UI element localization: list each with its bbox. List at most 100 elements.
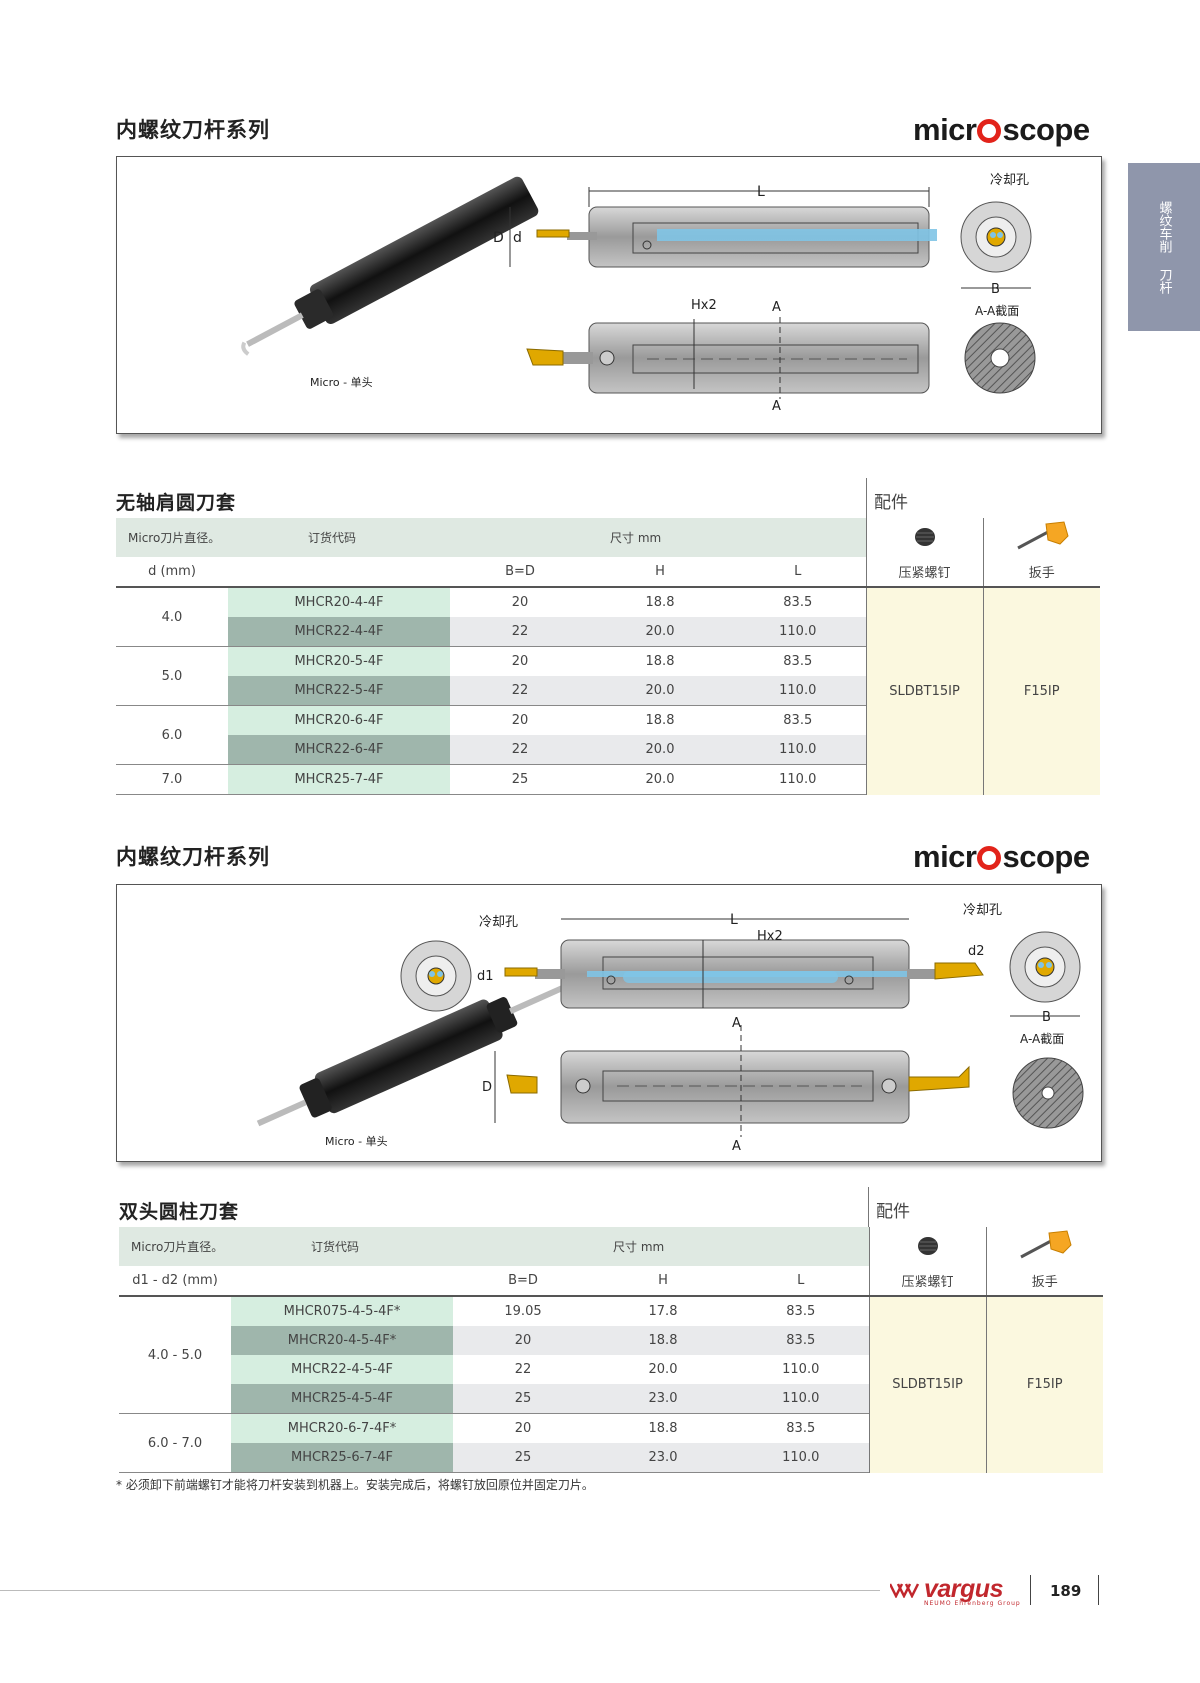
cell-l: 110.0 — [733, 1443, 870, 1473]
table2-h-bd: B=D — [453, 1266, 593, 1297]
cell-bd: 20 — [514, 1421, 532, 1436]
cell-l: 83.5 — [786, 1421, 816, 1436]
cell-l: 110.0 — [730, 735, 867, 765]
cell-l: 83.5 — [783, 654, 813, 669]
page-number: 189 — [1050, 1582, 1082, 1600]
brand-prefix: micr — [913, 112, 977, 147]
cell-bd: 25 — [453, 1384, 593, 1414]
tool-photo — [241, 176, 539, 356]
diagram-2: Micro - 单头 冷却孔 L Hx2 d1 d2 冷却孔 B A- — [116, 884, 1102, 1162]
footer-rule — [0, 1590, 880, 1591]
label-B: B — [991, 282, 1000, 297]
cell-l: 83.5 — [733, 1326, 870, 1355]
brand-o-icon — [977, 119, 1002, 143]
cell-h: 20.0 — [590, 617, 730, 647]
table-row: MHCR22-4-5-4F 22 20.0 110.0 — [119, 1355, 1103, 1384]
cell-l: 83.5 — [783, 595, 813, 610]
label-section: A-A截面 — [975, 304, 1019, 318]
cell-bd: 20 — [511, 713, 529, 728]
screw-icon — [865, 518, 984, 557]
table-row: 4.0 MHCR20-4-4F 20 18.8 83.5 SLDBT15IP F… — [116, 587, 1101, 795]
table1-header-row2: d (mm) B=D H L 压紧螺钉 扳手 — [116, 557, 1101, 588]
label-Hx2-2: Hx2 — [757, 929, 783, 944]
section2-title: 内螺纹刀杆系列 — [116, 845, 270, 869]
table2-header-row1: Micro刀片直径。 订货代码 尺寸 mm — [119, 1227, 1104, 1266]
order-code: MHCR20-5-4F — [228, 646, 450, 676]
table1-h-dims: 尺寸 mm — [450, 518, 867, 557]
footer-divider-2 — [1098, 1575, 1099, 1605]
label-B-2: B — [1042, 1010, 1051, 1025]
table-row: 6.0 - 7.0 MHCR20-6-7-4F* 20 18.8 83.5 — [119, 1413, 1103, 1473]
cell-h: 23.0 — [593, 1384, 733, 1414]
diagram-1: Micro - 单头 L D d 冷却孔 B A-A截面 Hx2 — [116, 156, 1102, 434]
label-coolant-right: 冷却孔 — [963, 903, 1002, 918]
table2-h-screw: 压紧螺钉 — [868, 1266, 987, 1297]
order-code: MHCR22-5-4F — [228, 676, 450, 706]
table1-h-wrench: 扳手 — [982, 557, 1101, 588]
label-coolant-left: 冷却孔 — [479, 915, 518, 930]
diagram-1-drawing: Micro - 单头 L D d 冷却孔 B A-A截面 Hx2 — [241, 173, 1036, 414]
label-L-2: L — [730, 912, 738, 928]
order-code: MHCR22-4-4F — [228, 617, 450, 647]
cell-l: 110.0 — [730, 764, 867, 795]
table1-header-row1: Micro刀片直径。 订货代码 尺寸 mm — [116, 518, 1101, 557]
cell-h: 18.8 — [645, 713, 675, 728]
table2-h-d: d1 - d2 (mm) — [119, 1266, 231, 1297]
cell-bd: 22 — [450, 676, 590, 706]
table1-h-dia: Micro刀片直径。 — [116, 518, 228, 557]
section1-title: 内螺纹刀杆系列 — [116, 118, 270, 142]
label-A-top-2: A — [732, 1016, 741, 1031]
cell-bd: 25 — [453, 1443, 593, 1473]
table-row: MHCR22-5-4F 22 20.0 110.0 — [116, 676, 1100, 706]
brand-prefix: micr — [913, 839, 977, 874]
side-tab-label: 螺纹车削 刀杆 — [1156, 200, 1172, 294]
label-D: D — [493, 230, 504, 246]
order-code: MHCR20-4-5-4F* — [231, 1326, 453, 1355]
order-code: MHCR25-6-7-4F — [231, 1443, 453, 1473]
table-row: MHCR20-4-5-4F* 20 18.8 83.5 — [119, 1326, 1103, 1355]
cell-l: 110.0 — [782, 1362, 820, 1377]
order-code: MHCR25-4-5-4F — [231, 1384, 453, 1414]
wrench-value: F15IP — [982, 587, 1101, 795]
screw-value: SLDBT15IP — [865, 587, 984, 795]
table2-title: 双头圆柱刀套 — [119, 1201, 240, 1223]
footnote: * 必须卸下前端螺钉才能将刀杆安装到机器上。安装完成后，将螺钉放回原位并固定刀片… — [116, 1478, 594, 1492]
label-L: L — [757, 184, 765, 200]
group-cell: 6.0 - 7.0 — [119, 1413, 231, 1473]
label-coolant: 冷却孔 — [990, 173, 1029, 188]
group-cell: 4.0 - 5.0 — [119, 1296, 231, 1414]
diagram-2-drawing: Micro - 单头 冷却孔 L Hx2 d1 d2 冷却孔 B A- — [256, 903, 1084, 1154]
order-code: MHCR22-4-5-4F — [231, 1355, 453, 1384]
table-row: MHCR22-4-4F 22 20.0 110.0 — [116, 617, 1100, 647]
cell-h: 23.0 — [593, 1443, 733, 1473]
order-code: MHCR20-6-7-4F* — [231, 1413, 453, 1443]
cell-h: 18.8 — [648, 1421, 678, 1436]
cell-h: 20.0 — [590, 735, 730, 765]
label-d: d — [513, 230, 522, 246]
table1-h-screw: 压紧螺钉 — [865, 557, 984, 588]
label-d1: d1 — [477, 969, 494, 984]
cell-bd: 22 — [450, 617, 590, 647]
table1-h-code: 订货代码 — [228, 518, 450, 557]
cell-l: 83.5 — [783, 713, 813, 728]
label-A-bottom: A — [772, 399, 781, 414]
order-code: MHCR075-4-5-4F* — [231, 1296, 453, 1326]
cell-bd: 22 — [514, 1362, 532, 1377]
cell-h: 20.0 — [648, 1362, 678, 1377]
table2-h-h: H — [593, 1266, 733, 1297]
cell-l: 83.5 — [786, 1304, 816, 1319]
cell-h: 20.0 — [590, 764, 730, 795]
label-A-top: A — [772, 300, 781, 315]
cell-bd: 22 — [450, 735, 590, 765]
group-cell: 7.0 — [116, 764, 228, 795]
table-row: 6.0 MHCR20-6-4F 20 18.8 83.5 — [116, 705, 1100, 765]
side-tab: 螺纹车削 刀杆 — [1128, 163, 1200, 331]
group-cell: 5.0 — [116, 646, 228, 706]
order-code: MHCR20-6-4F — [228, 705, 450, 735]
label-Hx2: Hx2 — [691, 298, 717, 313]
cell-bd: 20 — [511, 654, 529, 669]
wrench-icon — [982, 518, 1101, 557]
table1-h-h: H — [590, 557, 730, 588]
screw-value: SLDBT15IP — [868, 1296, 987, 1473]
